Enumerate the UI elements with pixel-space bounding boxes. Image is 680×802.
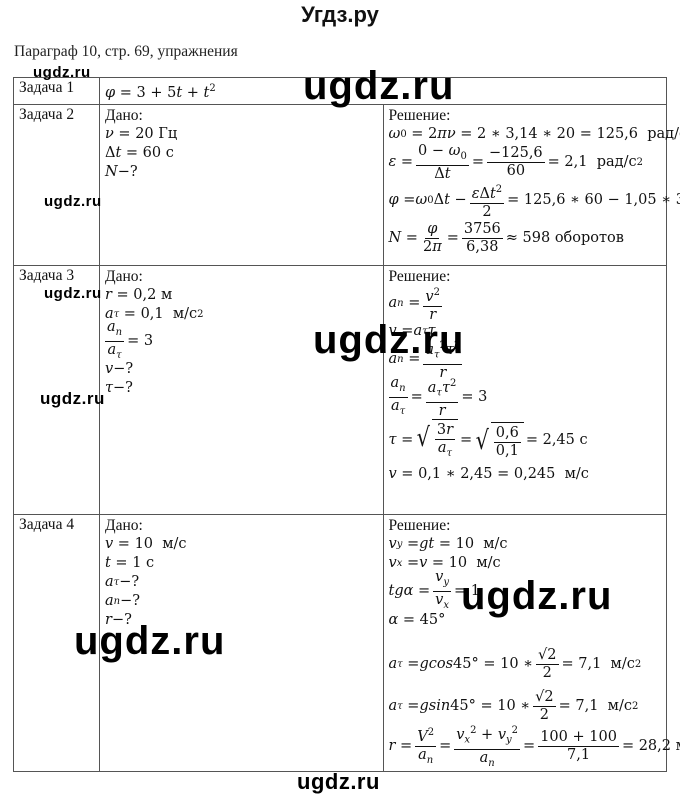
watermark-large: ugdz.ru — [313, 318, 465, 362]
task-label: Задача 4 — [13, 513, 100, 772]
watermark-small: ugdz.ru — [44, 193, 102, 210]
task-label: Задача 3 — [13, 264, 100, 515]
task-row-1: Задача 1 φ = 3 + 5t + t2 — [13, 77, 667, 105]
solution-label: Решение: — [388, 106, 451, 124]
given-item: τ−? — [105, 379, 133, 396]
given-item: v−? — [105, 360, 134, 377]
given-label: Дано: — [105, 106, 143, 124]
task-1-formula: φ = 3 + 5t + t2 — [99, 77, 667, 105]
watermark-small: ugdz.ru — [40, 389, 105, 408]
watermark-large: ugdz.ru — [303, 64, 455, 108]
given-label: Дано: — [105, 267, 143, 285]
watermark-bottom: ugdz.ru — [297, 769, 380, 794]
solutions-table: Задача 1 φ = 3 + 5t + t2 Задача 2 Дано: … — [13, 77, 680, 772]
given-item: r−? — [105, 611, 132, 628]
solution-label: Решение: — [388, 267, 451, 285]
paragraph-title: Параграф 10, стр. 69, упражнения — [14, 43, 238, 60]
solution-line: α = 45° — [388, 611, 446, 628]
task-label: Задача 2 — [13, 103, 100, 266]
site-title: Угдз.ру — [301, 2, 379, 27]
given-item: t = 1 с — [105, 554, 155, 571]
given-item: N−? — [105, 163, 138, 180]
given-item: ν = 20 Гц — [105, 125, 178, 142]
given-item: v = 10 м/с — [105, 535, 187, 552]
task-label: Задача 1 — [13, 77, 100, 105]
watermark-small: ugdz.ru — [33, 64, 91, 81]
given-item: r = 0,2 м — [105, 286, 173, 303]
watermark-small: ugdz.ru — [44, 285, 102, 302]
watermark-large: ugdz.ru — [461, 574, 613, 618]
solution-label: Решение: — [388, 516, 451, 534]
solution-line: v = 0,1 ∗ 2,45 = 0,245 м/с — [388, 465, 589, 482]
given-label: Дано: — [105, 516, 143, 534]
watermark-large: ugdz.ru — [74, 619, 226, 663]
